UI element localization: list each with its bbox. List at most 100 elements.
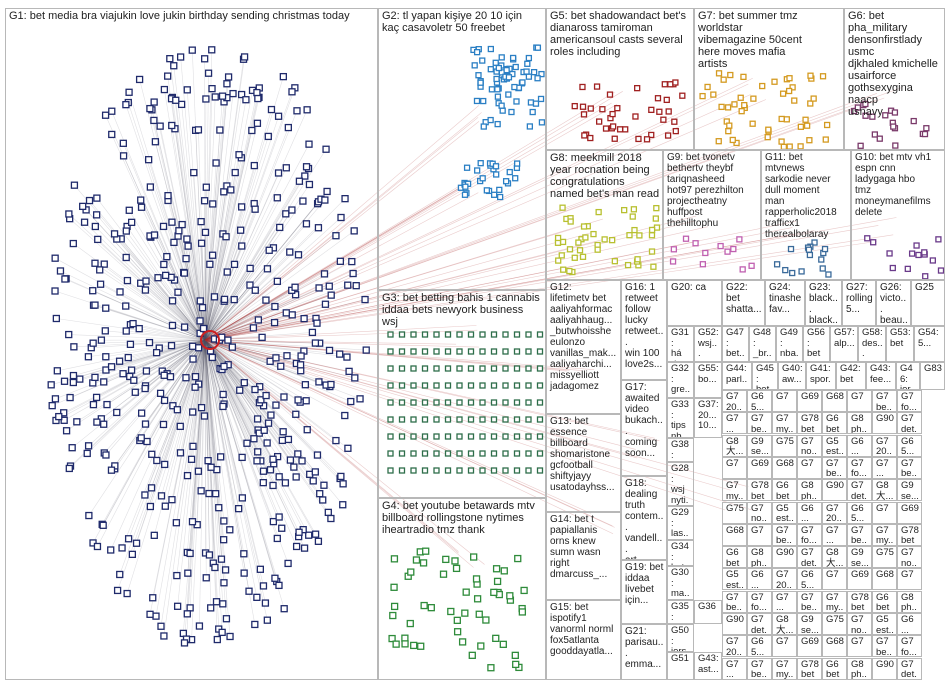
small-group-cell[interactable]: G43: ast... bbox=[694, 652, 722, 680]
tiny-group-cell[interactable]: G7 be... bbox=[722, 590, 747, 613]
tiny-group-cell[interactable]: G78 bet bbox=[747, 479, 772, 502]
tiny-group-cell[interactable]: G7 bbox=[772, 390, 797, 412]
group-g10[interactable]: G10: bet mtv vh1 espn cnn ladygaga hbo t… bbox=[851, 150, 945, 280]
tiny-group-cell[interactable]: G78 bet bbox=[797, 412, 822, 435]
tiny-group-cell[interactable]: G5 est... bbox=[722, 568, 747, 591]
tiny-group-cell[interactable]: G75 bbox=[722, 501, 747, 524]
tiny-group-cell[interactable]: G7 be... bbox=[747, 657, 772, 680]
small-group-cell[interactable]: G29: las... wy... did... bbox=[667, 506, 694, 540]
group-g9[interactable]: G9: bet tvonetv bethertv theybf tariqnas… bbox=[663, 150, 761, 280]
tiny-group-cell[interactable]: G7 ... bbox=[872, 456, 897, 479]
tiny-group-cell[interactable]: G78 bet bbox=[797, 657, 822, 680]
group-g1[interactable]: G1: bet media bra viajukin love jukin bi… bbox=[5, 8, 378, 680]
tiny-group-cell[interactable]: G7 20... bbox=[822, 501, 847, 524]
tiny-group-cell[interactable]: G7 my... bbox=[772, 657, 797, 680]
tiny-group-cell[interactable]: G7 ... bbox=[722, 412, 747, 435]
tiny-group-cell[interactable]: G7 be... bbox=[747, 412, 772, 435]
small-group-cell[interactable]: G38: bo... bbox=[667, 438, 694, 462]
tiny-group-cell[interactable]: G7 my... bbox=[822, 590, 847, 613]
tiny-group-cell[interactable]: G6 5... bbox=[797, 568, 822, 591]
tiny-group-cell[interactable]: G6 5... bbox=[747, 635, 772, 658]
tiny-group-cell[interactable]: G6 bet bbox=[872, 590, 897, 613]
small-group-cell[interactable]: G55: bo... bbox=[694, 362, 722, 398]
tiny-group-cell[interactable]: G7 be... bbox=[872, 635, 897, 658]
tiny-group-cell[interactable]: G69 bbox=[797, 635, 822, 658]
tiny-group-cell[interactable]: G6 ... bbox=[847, 434, 872, 457]
tiny-group-cell[interactable]: G7 be... bbox=[897, 456, 922, 479]
small-group-cell[interactable]: G31: há dec... bbox=[667, 326, 694, 362]
tiny-group-cell[interactable]: G69 bbox=[897, 501, 922, 524]
small-group-cell[interactable]: G36 bbox=[694, 600, 722, 624]
small-group-cell[interactable]: G48: _br... bbox=[749, 326, 776, 362]
tiny-group-cell[interactable]: G7 bbox=[822, 568, 847, 591]
tiny-group-cell[interactable]: G7 bbox=[872, 501, 897, 524]
small-group-cell[interactable]: G33: tips nb... bbox=[667, 398, 694, 438]
tiny-group-cell[interactable]: G7 bbox=[722, 456, 747, 479]
tiny-group-cell[interactable]: G7 det... bbox=[747, 613, 772, 635]
tiny-group-cell[interactable]: G7 ... bbox=[722, 657, 747, 680]
group-g11[interactable]: G11: bet mtvnews sarkodie never dull mom… bbox=[761, 150, 851, 280]
group-g2[interactable]: G2: tl yapan kişiye 20 10 için kaç casav… bbox=[378, 8, 546, 290]
tiny-group-cell[interactable]: G90 bbox=[722, 613, 747, 635]
group-g4[interactable]: G4: bet youtube betawards mtv billboard … bbox=[378, 498, 546, 680]
small-group-cell[interactable]: G42: bet bbox=[836, 362, 866, 390]
tiny-group-cell[interactable]: G7 bbox=[847, 390, 872, 412]
tiny-group-cell[interactable]: G6 bet bbox=[772, 479, 797, 502]
group-g22[interactable]: G22: bet shatta... bbox=[722, 280, 765, 326]
tiny-group-cell[interactable]: G7 20... bbox=[722, 390, 747, 412]
tiny-group-cell[interactable]: G7 be... bbox=[797, 590, 822, 613]
group-g14[interactable]: G14: bet t papiallanis orns knew sumn wa… bbox=[546, 512, 621, 600]
tiny-group-cell[interactable]: G6 ... bbox=[747, 568, 772, 591]
group-g3[interactable]: G3: bet betting bahis 1 cannabis iddaa b… bbox=[378, 290, 546, 498]
tiny-group-cell[interactable]: G8 大... bbox=[822, 546, 847, 569]
small-group-cell[interactable]: G34: bet... bbox=[667, 540, 694, 566]
tiny-group-cell[interactable]: G90 bbox=[872, 657, 897, 680]
group-g5[interactable]: G5: bet shadowandact bet's dianaross tam… bbox=[546, 8, 694, 150]
group-g23[interactable]: G23: black... black... bbox=[805, 280, 842, 326]
tiny-group-cell[interactable]: G75 bbox=[822, 613, 847, 635]
tiny-group-cell[interactable]: G9 se... bbox=[847, 546, 872, 569]
tiny-group-cell[interactable]: G7 fo... bbox=[797, 523, 822, 546]
tiny-group-cell[interactable]: G69 bbox=[747, 456, 772, 479]
tiny-group-cell[interactable]: G8 ph... bbox=[897, 590, 922, 613]
small-group-cell[interactable]: G45: bet... bbox=[752, 362, 778, 390]
tiny-group-cell[interactable]: G8 ph... bbox=[797, 479, 822, 502]
group-g19[interactable]: G19: bet iddaa livebet için... bbox=[621, 560, 667, 624]
tiny-group-cell[interactable]: G6 5... bbox=[897, 434, 922, 457]
small-group-cell[interactable]: G35: bar bbox=[667, 600, 694, 624]
tiny-group-cell[interactable]: G7 no... bbox=[747, 501, 772, 524]
tiny-group-cell[interactable]: G7 no... bbox=[847, 613, 872, 635]
tiny-group-cell[interactable]: G7 bbox=[797, 456, 822, 479]
small-group-cell[interactable]: G28: wsj nyti... bbox=[667, 462, 694, 506]
group-g7[interactable]: G7: bet summer tmz worldstar vibemagazin… bbox=[694, 8, 844, 150]
tiny-group-cell[interactable]: G7 det... bbox=[897, 412, 922, 435]
tiny-group-cell[interactable]: G68 bbox=[772, 456, 797, 479]
small-group-cell[interactable]: G56: bet bbox=[803, 326, 830, 362]
tiny-group-cell[interactable]: G6 ... bbox=[897, 613, 922, 635]
small-group-cell[interactable]: G52: wsj... bbox=[694, 326, 722, 362]
small-group-cell[interactable]: G57: alp... bbox=[830, 326, 858, 362]
tiny-group-cell[interactable]: G8 ph... bbox=[847, 412, 872, 435]
tiny-group-cell[interactable]: G6 bet bbox=[822, 412, 847, 435]
tiny-group-cell[interactable]: G8 ph... bbox=[847, 657, 872, 680]
tiny-group-cell[interactable]: G7 fo... bbox=[897, 390, 922, 412]
tiny-group-cell[interactable]: G90 bbox=[872, 412, 897, 435]
small-group-cell[interactable]: G46: jer... bbox=[896, 362, 920, 390]
small-group-cell[interactable]: G58: des... bbox=[858, 326, 886, 362]
tiny-group-cell[interactable]: G7 my... bbox=[772, 412, 797, 435]
small-group-cell[interactable]: G51 bbox=[667, 652, 694, 680]
small-group-cell[interactable]: G49: nba... bbox=[776, 326, 803, 362]
tiny-group-cell[interactable]: G7 20... bbox=[722, 635, 747, 658]
tiny-group-cell[interactable]: G69 bbox=[847, 568, 872, 591]
tiny-group-cell[interactable]: G78 bet bbox=[897, 523, 922, 546]
tiny-group-cell[interactable]: G9 se... bbox=[747, 434, 772, 457]
tiny-group-cell[interactable]: G8 大... bbox=[772, 613, 797, 635]
tiny-group-cell[interactable]: G7 ... bbox=[822, 523, 847, 546]
tiny-group-cell[interactable]: G8 大... bbox=[722, 434, 747, 457]
tiny-group-cell[interactable]: G75 bbox=[872, 546, 897, 569]
tiny-group-cell[interactable]: G7 det... bbox=[897, 657, 922, 680]
tiny-group-cell[interactable]: G7 my... bbox=[872, 523, 897, 546]
group-g20[interactable]: G20: ca bbox=[667, 280, 722, 326]
group-g27[interactable]: G27: rolling 5... bbox=[842, 280, 876, 326]
group-g16[interactable]: G16: 1 retweet follow lucky retweet... w… bbox=[621, 280, 667, 380]
